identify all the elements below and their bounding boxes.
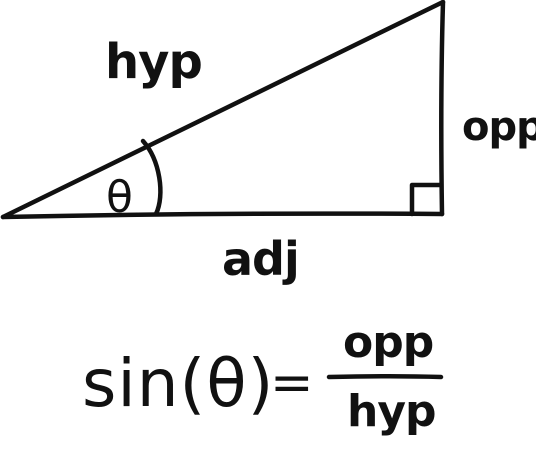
- hypotenuse-side: [0, 0, 446, 220]
- angle-theta-label: θ: [106, 172, 133, 223]
- opposite-side: [439, 0, 446, 217]
- formula-lhs: sin(θ): [82, 345, 274, 422]
- formula-denominator: hyp: [347, 386, 436, 437]
- opp-label: opp: [462, 104, 536, 150]
- sine-formula: sin(θ) = opp hyp: [82, 317, 444, 437]
- fraction-bar: [326, 374, 444, 380]
- adj-label: adj: [222, 232, 299, 286]
- right-angle-marker: [409, 182, 443, 217]
- angle-arc: [140, 138, 163, 217]
- formula-numerator: opp: [343, 317, 433, 368]
- formula-equals: =: [270, 353, 314, 413]
- hyp-label: hyp: [105, 34, 202, 90]
- right-triangle: [0, 0, 446, 220]
- adjacent-side: [0, 211, 445, 220]
